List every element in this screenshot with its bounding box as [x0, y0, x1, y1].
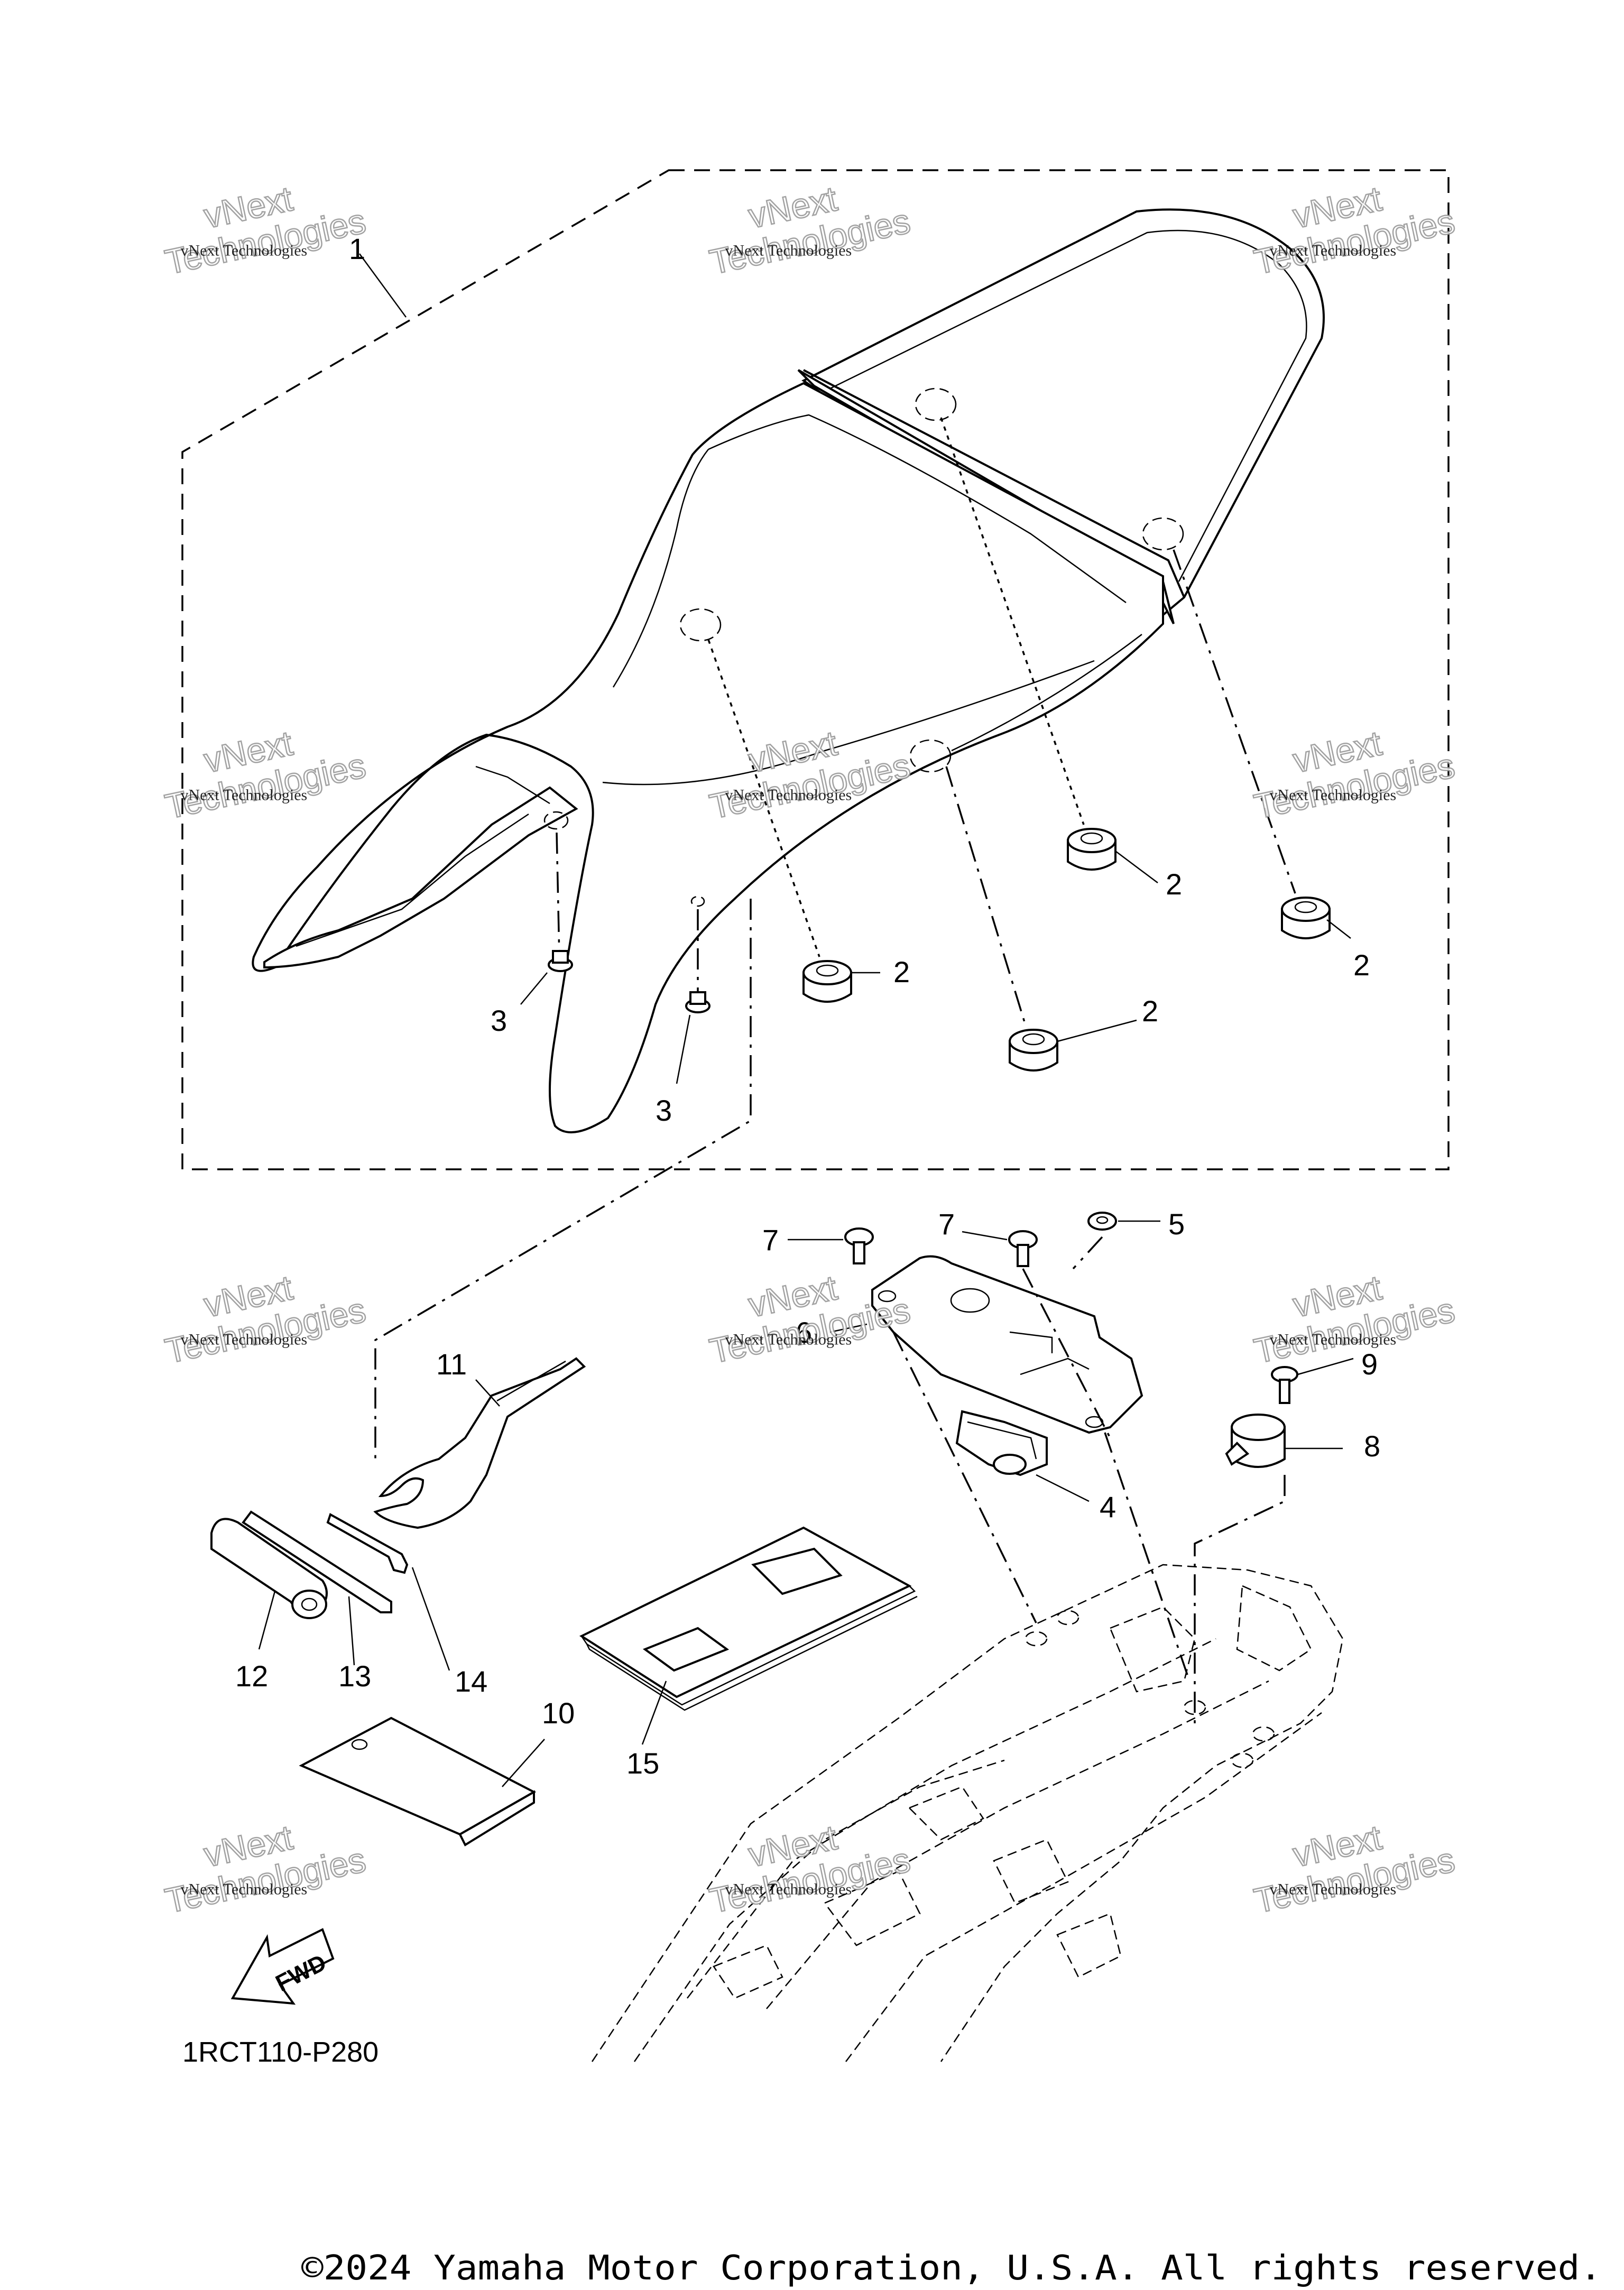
seat-assembly-boundary — [181, 169, 1450, 1170]
svg-text:vNext Technologies: vNext Technologies — [1269, 242, 1396, 260]
callout-7a: 7 — [762, 1223, 779, 1257]
forward-direction-arrow: FWD — [230, 1928, 335, 2005]
callout-9: 9 — [1361, 1347, 1378, 1381]
leader-1 — [358, 253, 407, 318]
callout-7b: 7 — [938, 1207, 955, 1241]
svg-text:vNext Technologies: vNext Technologies — [725, 1331, 852, 1349]
svg-text:vNext Technologies: vNext Technologies — [180, 1881, 307, 1898]
svg-text:vNext Technologies: vNext Technologies — [1269, 787, 1396, 804]
callout-2b: 2 — [1142, 994, 1158, 1028]
callout-3b: 3 — [656, 1094, 672, 1127]
callout-15: 15 — [626, 1747, 659, 1780]
callout-13: 13 — [338, 1659, 371, 1693]
callout-5: 5 — [1168, 1207, 1185, 1241]
svg-text:vNext Technologies: vNext Technologies — [725, 787, 852, 804]
callout-14: 14 — [455, 1665, 487, 1698]
callout-12: 12 — [235, 1659, 268, 1693]
callout-2a: 2 — [893, 955, 910, 989]
damper-parts — [707, 417, 1351, 1072]
svg-text:vNext Technologies: vNext Technologies — [1269, 1331, 1396, 1349]
callout-1: 1 — [349, 232, 365, 265]
seat-lock-assembly — [788, 1212, 1354, 1723]
svg-text:vNext Technologies: vNext Technologies — [1269, 1881, 1396, 1898]
svg-text:vNext Technologies: vNext Technologies — [725, 242, 852, 260]
callout-11: 11 — [436, 1347, 467, 1381]
callout-10: 10 — [542, 1696, 575, 1730]
screw-parts — [520, 832, 710, 1084]
svg-text:vNext Technologies: vNext Technologies — [180, 242, 307, 260]
svg-text:vNext Technologies: vNext Technologies — [725, 1881, 852, 1898]
frame-reference — [591, 1564, 1344, 2062]
callout-4: 4 — [1100, 1490, 1116, 1523]
svg-text:vNext Technologies: vNext Technologies — [180, 1331, 307, 1349]
seat-illustration — [252, 208, 1325, 1133]
callout-2d: 2 — [1353, 948, 1370, 982]
callout-8: 8 — [1364, 1429, 1380, 1463]
copyright-notice: ©2024 Yamaha Motor Corporation, U.S.A. A… — [301, 2249, 1602, 2288]
svg-text:vNext: vNext — [745, 723, 840, 780]
diagram-part-code: 1RCT110-P280 — [182, 2036, 379, 2068]
callout-3a: 3 — [491, 1004, 507, 1037]
callout-labels: 1 2 2 2 2 3 3 4 5 6 7 7 8 9 10 11 12 13 … — [235, 232, 1380, 1780]
svg-text:vNext Technologies: vNext Technologies — [180, 787, 307, 804]
callout-2c: 2 — [1166, 867, 1182, 901]
callout-6: 6 — [796, 1316, 812, 1349]
tool-kit-parts — [210, 899, 918, 1846]
